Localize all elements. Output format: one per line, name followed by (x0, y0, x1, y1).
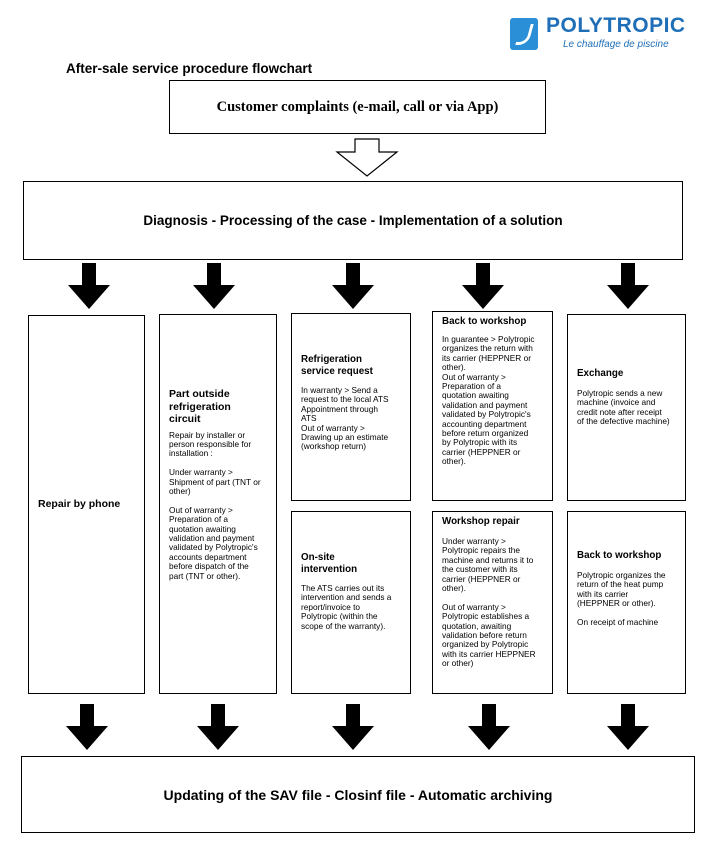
down-arrow-icon (462, 263, 504, 309)
workshop-repair-title: Workshop repair (442, 516, 520, 527)
down-arrow-icon (197, 704, 239, 750)
final-box: Updating of the SAV file - Closinf file … (21, 756, 695, 833)
refrigeration-request-box: Refrigeration service request In warrant… (291, 313, 411, 501)
brand-tagline: Le chauffage de piscine (563, 39, 669, 50)
back-to-workshop-2-body: Polytropic organizes the return of the h… (577, 570, 666, 628)
down-arrow-icon (332, 704, 374, 750)
brand-name: POLYTROPIC (546, 14, 686, 37)
part-outside-box: Part outside refrigeration circuit Repai… (159, 314, 277, 694)
down-arrow-icon (66, 704, 108, 750)
part-outside-body: Repair by installer or person responsibl… (169, 429, 261, 581)
complaints-box: Customer complaints (e-mail, call or via… (169, 80, 546, 134)
polytropic-logo-icon (510, 18, 538, 50)
back-to-workshop-2-title: Back to workshop (577, 550, 662, 561)
repair-by-phone-box: Repair by phone (28, 315, 145, 694)
down-arrow-icon (193, 263, 235, 309)
on-site-intervention-box: On-site intervention The ATS carries out… (291, 511, 411, 694)
hollow-down-arrow-icon (335, 138, 399, 177)
repair-by-phone-title: Repair by phone (38, 498, 121, 511)
exchange-box: Exchange Polytropic sends a new machine … (567, 314, 686, 501)
down-arrow-icon (468, 704, 510, 750)
down-arrow-icon (607, 263, 649, 309)
workshop-repair-body: Under warranty > Polytropic repairs the … (442, 536, 536, 669)
workshop-repair-box: Workshop repair Under warranty > Polytro… (432, 511, 553, 694)
part-outside-title: Part outside refrigeration circuit (169, 388, 231, 425)
refrigeration-request-body: In warranty > Send a request to the loca… (301, 385, 389, 452)
complaints-label: Customer complaints (e-mail, call or via… (216, 98, 499, 115)
on-site-intervention-title: On-site intervention (301, 552, 358, 575)
back-to-workshop-body: In guarantee > Polytropic organizes the … (442, 334, 535, 467)
page-title: After-sale service procedure flowchart (66, 61, 313, 76)
diagnosis-box: Diagnosis - Processing of the case - Imp… (23, 181, 683, 260)
diagnosis-label: Diagnosis - Processing of the case - Imp… (143, 213, 563, 228)
down-arrow-icon (68, 263, 110, 309)
down-arrow-icon (332, 263, 374, 309)
back-to-workshop-title: Back to workshop (442, 316, 527, 327)
back-to-workshop-box: Back to workshop In guarantee > Polytrop… (432, 311, 553, 501)
back-to-workshop-2-box: Back to workshop Polytropic organizes th… (567, 511, 686, 694)
exchange-title: Exchange (577, 368, 624, 379)
down-arrow-icon (607, 704, 649, 750)
final-label: Updating of the SAV file - Closinf file … (163, 786, 553, 803)
exchange-body: Polytropic sends a new machine (invoice … (577, 388, 670, 427)
refrigeration-request-title: Refrigeration service request (301, 354, 373, 377)
on-site-intervention-body: The ATS carries out its intervention and… (301, 583, 392, 631)
